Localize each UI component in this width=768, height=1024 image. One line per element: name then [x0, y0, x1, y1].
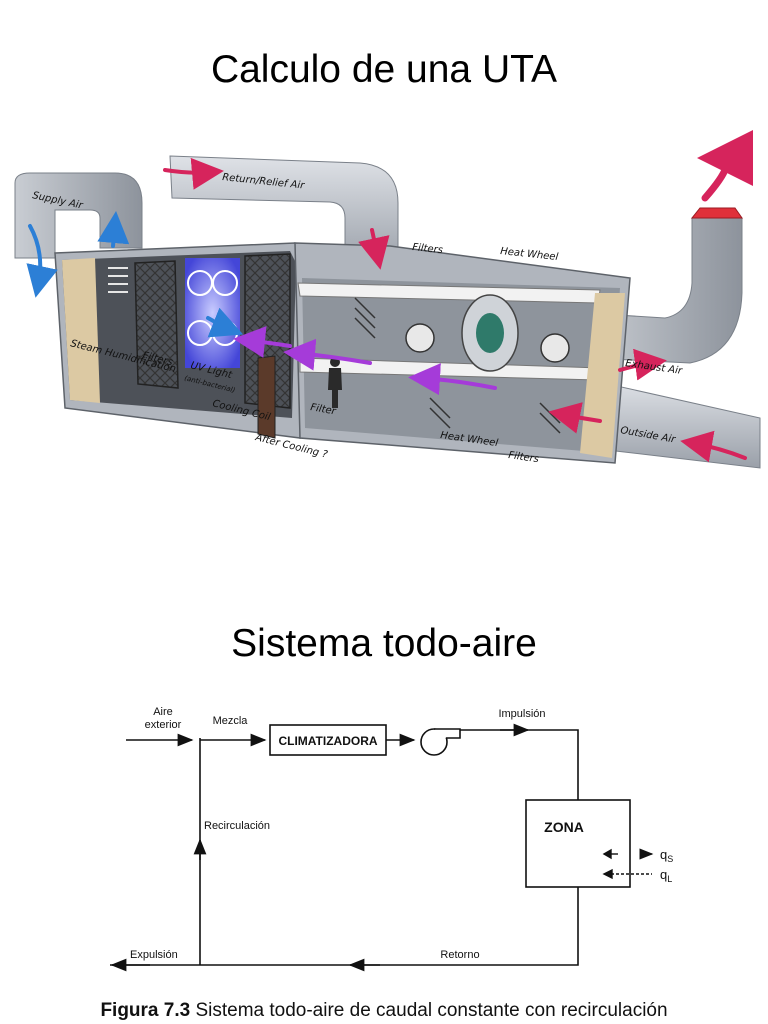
expulsion-label: Expulsión	[130, 949, 178, 961]
figure-caption-text: Sistema todo-aire de caudal constante co…	[190, 1000, 668, 1021]
label-filter: Filter	[309, 402, 337, 417]
zona-box	[525, 799, 631, 888]
ql-label: qL	[660, 867, 672, 884]
retorno-label: Retorno	[440, 949, 479, 961]
supply-air-duct	[14, 172, 143, 259]
ahu-illustration: Supply Air Return/Relief Air Filters Hea…	[14, 130, 761, 469]
label-heat-wheel-top: Heat Wheel	[500, 246, 559, 263]
airflow-arrows	[26, 130, 754, 463]
slide-title-uta: Calculo de una UTA	[210, 48, 558, 91]
zone-loads	[602, 848, 654, 880]
fan-icon	[420, 728, 461, 756]
climatizadora-box	[269, 724, 387, 756]
figure-caption: Figura 7.3 Sistema todo-aire de caudal c…	[0, 1000, 768, 1022]
label-filters-bottom: Filters	[508, 450, 540, 465]
label-filters-top: Filters	[412, 242, 444, 256]
return-line	[110, 887, 579, 966]
figure-number: Figura 7.3	[100, 1000, 191, 1021]
ahu-casing-left	[54, 242, 311, 439]
recirculacion-label: Recirculación	[204, 820, 270, 832]
impulsion-label: Impulsión	[498, 708, 545, 720]
zona-label: ZONA	[544, 819, 584, 835]
slide-title-sistema: Sistema todo-aire	[231, 622, 537, 665]
qs-label: qS	[660, 847, 673, 864]
climatizadora-label: CLIMATIZADORA	[278, 734, 377, 748]
supply-line	[460, 729, 579, 800]
ahu-casing-right	[294, 242, 631, 464]
mezcla-label: Mezcla	[213, 715, 249, 727]
